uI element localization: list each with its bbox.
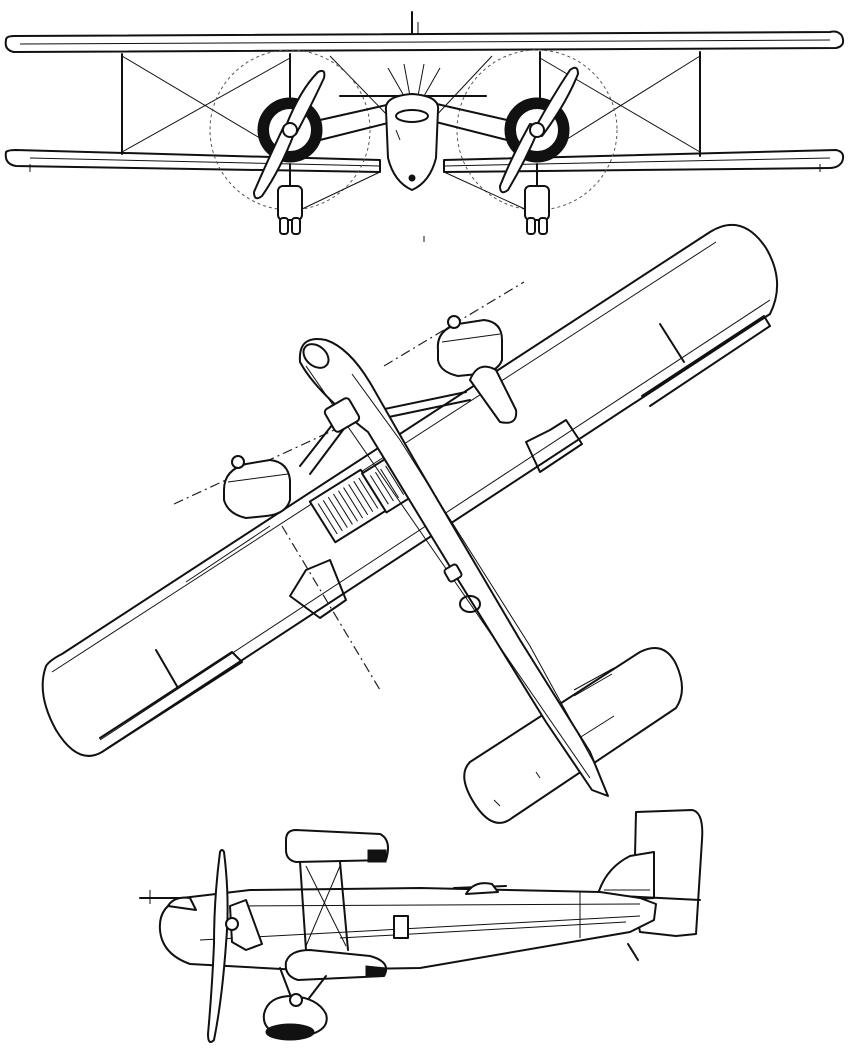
wheel-pair-left — [277, 185, 303, 221]
propeller-hub-right — [529, 122, 545, 138]
interplane-strut-side — [339, 861, 349, 951]
bracing-wire-side — [305, 865, 347, 947]
interplane-strut-side — [299, 861, 307, 951]
lower-wing-trailing-detail — [365, 965, 387, 977]
engine-mount-strut — [427, 101, 508, 121]
stabilizer-line — [573, 667, 615, 691]
upper-wing-trailing-detail — [367, 849, 387, 863]
propeller-hub-plan-left — [231, 455, 245, 469]
propeller-blade-left-lower — [253, 125, 295, 200]
fuselage-longeron — [199, 915, 641, 941]
side-view — [139, 809, 704, 1043]
lower-wing-edge-left — [29, 157, 381, 167]
cabane-wire — [329, 55, 393, 121]
nose-point — [408, 174, 416, 182]
wheel-right-b — [538, 217, 548, 235]
radiator-slats-left — [317, 477, 379, 535]
fuselage-front — [384, 93, 440, 191]
fuselage-side-line — [351, 373, 599, 771]
pilot-cockpit-plan — [323, 397, 361, 433]
rear-gun-ring-plan — [459, 595, 481, 613]
upper-wing-side — [285, 829, 389, 863]
propeller-disc-left — [209, 49, 371, 211]
wheel-right-a — [526, 217, 536, 235]
gear-brace-left — [299, 171, 381, 211]
fuselage-longeron — [339, 921, 627, 939]
nacelle-strut — [379, 391, 467, 411]
lower-wing-left-front — [4, 149, 381, 173]
upper-wing-edge — [19, 39, 831, 45]
nacelle-detail — [227, 473, 289, 483]
propeller-blade-right-upper — [531, 66, 579, 137]
nacelle-strut — [383, 399, 471, 419]
aileron-right-hinge — [659, 323, 685, 363]
nacelle-detail — [441, 333, 501, 343]
propeller-hub-plan-right — [447, 315, 461, 329]
propeller-disc-right — [456, 49, 618, 211]
nacelle-strut — [309, 425, 347, 475]
aileron-right — [641, 315, 771, 407]
propeller-blade-left-upper — [285, 69, 326, 135]
tail-skid — [627, 943, 639, 961]
gunner-hatch-plan — [443, 563, 463, 583]
elevator-line — [575, 715, 615, 741]
nose-cockpit-plan — [302, 343, 330, 369]
radiator-slats-right — [369, 465, 405, 505]
gear-brace-right — [443, 171, 528, 211]
cockpit-opening — [395, 109, 429, 123]
gun-mount-rod — [417, 63, 425, 97]
wheel-left-a — [279, 217, 289, 235]
aileron-left — [99, 651, 243, 749]
fin-side — [597, 851, 655, 901]
bracing-wire — [121, 57, 291, 153]
lower-wing-side — [284, 949, 388, 981]
propeller-side — [207, 849, 229, 1043]
flap-cutout-right — [525, 419, 583, 473]
nacelle-tail-right — [469, 365, 518, 424]
gun-mount-rod — [403, 63, 411, 97]
lower-wing-right-front — [443, 149, 845, 173]
plan-view — [41, 223, 779, 824]
engine-cowling-side — [229, 899, 263, 951]
aileron-left-hinge — [155, 649, 179, 689]
gun-mount-rod — [387, 67, 405, 97]
front-view — [4, 11, 845, 242]
dorsal-gun-mount — [465, 882, 499, 895]
tail-mark — [535, 771, 541, 779]
propeller-blade-right-lower — [499, 123, 541, 194]
flap-cutout-left — [289, 559, 347, 619]
wheel-side — [265, 1023, 315, 1041]
gun-mount-rod — [423, 67, 441, 97]
cabane-wire — [431, 55, 493, 121]
fuselage-detail — [395, 129, 401, 141]
bracing-wire-side — [305, 865, 341, 947]
wheel-left-b — [291, 217, 301, 235]
wheel-hub-side — [289, 993, 303, 1007]
wing-rib-line — [185, 525, 271, 583]
engine-mount-strut — [427, 119, 508, 141]
wheel-pair-right — [524, 185, 550, 221]
stabilizer-line — [573, 673, 613, 697]
nacelle-strut — [299, 419, 337, 467]
nose-gun-mount — [167, 896, 197, 911]
fuselage-window — [393, 915, 409, 939]
tail-mark — [493, 799, 501, 807]
spinner-side — [225, 917, 239, 931]
engine-nacelle-left — [223, 459, 291, 519]
propeller-hub-left — [282, 122, 298, 138]
nacelle-centerline-left — [281, 525, 381, 691]
fuselage-longeron — [239, 903, 641, 907]
fuselage-center-line — [305, 365, 591, 779]
